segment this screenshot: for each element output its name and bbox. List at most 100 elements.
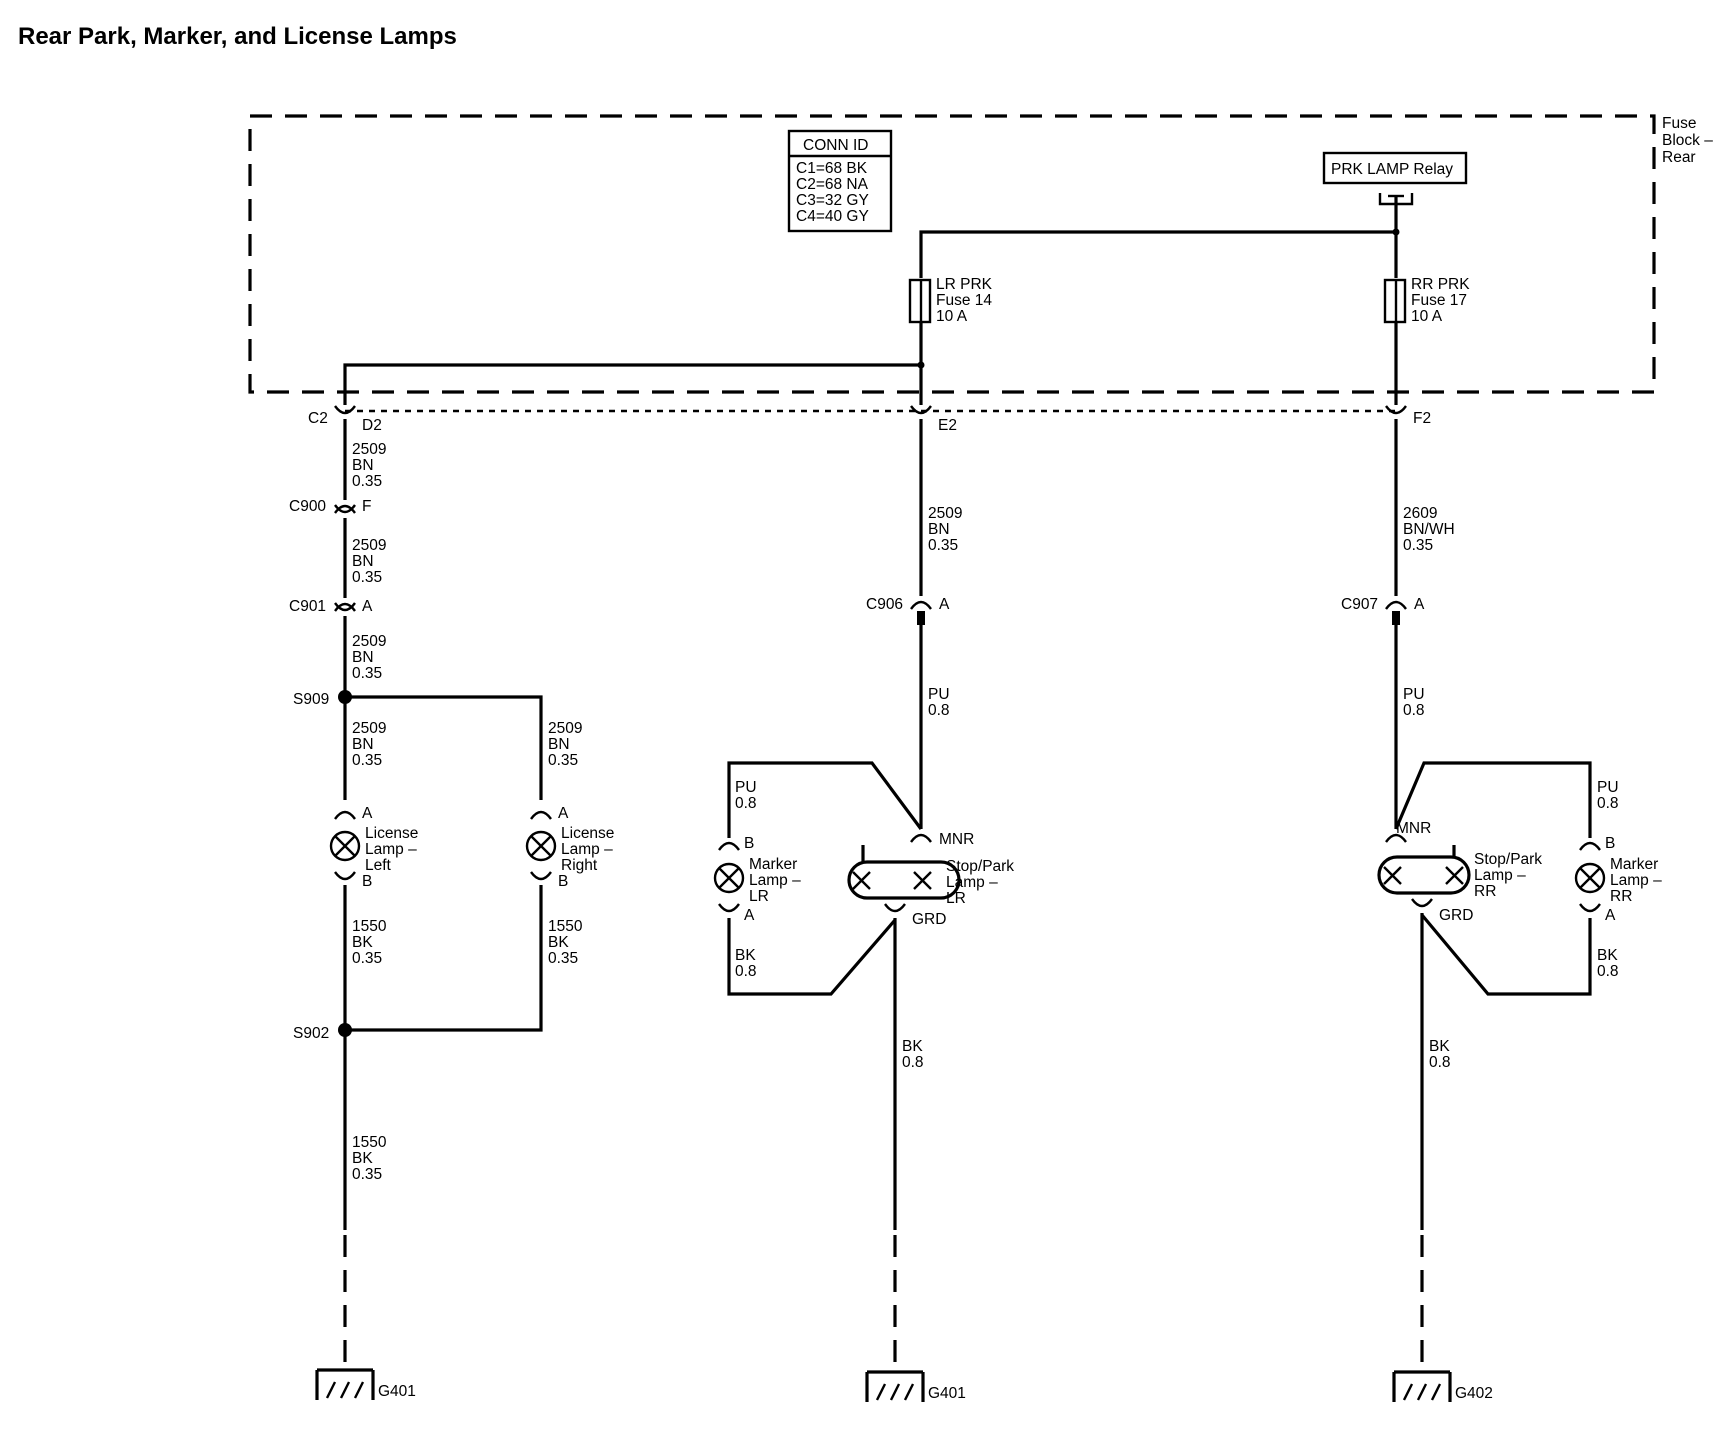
- ground-label: G401: [928, 1385, 966, 1402]
- conn-id-header: CONN ID: [803, 137, 868, 154]
- ground-label: G402: [1455, 1385, 1493, 1402]
- wire-label: BK: [902, 1038, 923, 1055]
- wire-label: BN: [352, 553, 374, 570]
- lr-fuse-label-2: Fuse 14: [936, 292, 992, 309]
- fuse-block-boundary: [248, 114, 1656, 394]
- lamp-label: LR: [749, 888, 769, 905]
- lamp-label: Right: [561, 857, 598, 874]
- wire-label: 0.35: [548, 752, 578, 769]
- wire-label: PU: [1403, 686, 1425, 703]
- wire-label: 1550: [352, 1134, 387, 1151]
- lamp-label: Lamp –: [365, 841, 417, 858]
- lamp-label: Marker: [1610, 856, 1658, 873]
- stop-park-lamp-lr: MNR Stop/Park Lamp – LR GRD: [847, 831, 1014, 928]
- c2-label: C2: [308, 410, 328, 427]
- lamp-label: Left: [365, 857, 392, 874]
- marker-lamp-lr: B Marker Lamp – LR A: [713, 835, 801, 924]
- lamp-pin: MNR: [939, 831, 974, 848]
- lamp-pin: GRD: [1439, 907, 1473, 924]
- lamp-label: Lamp –: [1610, 872, 1662, 889]
- lamp-label: LR: [946, 890, 966, 907]
- c907-pin: A: [1414, 596, 1425, 613]
- wire-label: 0.8: [928, 702, 950, 719]
- ground-g402-right: G402: [1392, 1370, 1493, 1404]
- license-lamp-left: A License Lamp – Left B: [329, 805, 418, 890]
- wire-label: PU: [735, 779, 757, 796]
- e2-pin: E2: [938, 417, 957, 434]
- fuse-block-label-2: Block –: [1662, 132, 1713, 149]
- wire-label: 0.35: [352, 950, 382, 967]
- wire-label: BN/WH: [1403, 521, 1455, 538]
- marker-lr-feed: [727, 761, 923, 838]
- c900-pin: F: [362, 498, 371, 515]
- wire-label: BK: [548, 934, 569, 951]
- c906-label: C906: [866, 596, 903, 613]
- lamp-label: Lamp –: [749, 872, 801, 889]
- lamp-pin: A: [1605, 907, 1616, 924]
- rr-fuse-label-1: RR PRK: [1411, 276, 1470, 293]
- stop-park-lamp-rr: MNR Stop/Park Lamp – RR GRD: [1377, 820, 1542, 924]
- wire-label: 2609: [1403, 505, 1437, 522]
- f2-pin: F2: [1413, 410, 1431, 427]
- s909-label: S909: [293, 691, 329, 708]
- wire-label: BN: [928, 521, 950, 538]
- wire-label: 0.35: [352, 1166, 382, 1183]
- wire-label: 2509: [548, 720, 582, 737]
- marker-lr-ground: [727, 918, 897, 996]
- wire-label: 0.35: [352, 752, 382, 769]
- wire-label: BK: [1429, 1038, 1450, 1055]
- lr-fuse-label-1: LR PRK: [936, 276, 993, 293]
- wire-label: BN: [352, 736, 374, 753]
- d2-pin: D2: [362, 417, 382, 434]
- conn-id-table: CONN ID C1=68 BK C2=68 NA C3=32 GY C4=40…: [787, 129, 893, 233]
- wire-label: 0.35: [548, 950, 578, 967]
- c901-label: C901: [289, 598, 326, 615]
- c900-label: C900: [289, 498, 326, 515]
- lamp-label: License: [561, 825, 614, 842]
- lamp-pin: B: [558, 873, 568, 890]
- wire-label: BN: [548, 736, 570, 753]
- wire-label: 0.35: [1403, 537, 1433, 554]
- relay-label: PRK LAMP Relay: [1331, 161, 1453, 178]
- wire-label: BK: [1597, 947, 1618, 964]
- lamp-pin: MNR: [1396, 820, 1431, 837]
- wire-label: BN: [352, 649, 374, 666]
- wire-label: 0.35: [352, 665, 382, 682]
- wire-label: 2509: [352, 441, 386, 458]
- s902-label: S902: [293, 1025, 329, 1042]
- license-right-feed: [345, 695, 543, 800]
- wire-label: 1550: [352, 918, 387, 935]
- wire-label: 0.8: [1597, 963, 1619, 980]
- lamp-pin: GRD: [912, 911, 946, 928]
- wire-label: 0.8: [902, 1054, 924, 1071]
- license-right-ground-wire: [345, 885, 543, 1032]
- lamp-pin: A: [362, 805, 373, 822]
- wire-label: BK: [352, 934, 373, 951]
- ground-label: G401: [378, 1383, 416, 1400]
- wire-label: 0.35: [352, 473, 382, 490]
- relay-bus-wire: [919, 230, 1396, 278]
- conn-id-row: C3=32 GY: [796, 192, 869, 209]
- marker-rr-ground: [1420, 913, 1592, 996]
- wire-label: PU: [928, 686, 950, 703]
- wire-label: 0.8: [1403, 702, 1425, 719]
- marker-lamp-rr: B Marker Lamp – RR A: [1574, 835, 1662, 924]
- wire-label: PU: [1597, 779, 1619, 796]
- lr-fuse-label-3: 10 A: [936, 308, 968, 325]
- lamp-pin: A: [558, 805, 569, 822]
- conn-id-row: C1=68 BK: [796, 160, 868, 177]
- rr-fuse-label-2: Fuse 17: [1411, 292, 1467, 309]
- lamp-label: Lamp –: [1474, 867, 1526, 884]
- fuse-block-label-1: Fuse: [1662, 115, 1696, 132]
- lamp-label: RR: [1610, 888, 1632, 905]
- lamp-label: License: [365, 825, 418, 842]
- wire-label: BK: [352, 1150, 373, 1167]
- license-lamp-right: A License Lamp – Right B: [525, 805, 614, 890]
- lamp-label: Stop/Park: [1474, 851, 1542, 868]
- wire-label: 1550: [548, 918, 583, 935]
- lamp-pin: B: [744, 835, 754, 852]
- ground-g401-mid: G401: [865, 1370, 966, 1404]
- marker-rr-feed: [1394, 761, 1592, 838]
- prk-lamp-relay: PRK LAMP Relay: [1322, 151, 1468, 232]
